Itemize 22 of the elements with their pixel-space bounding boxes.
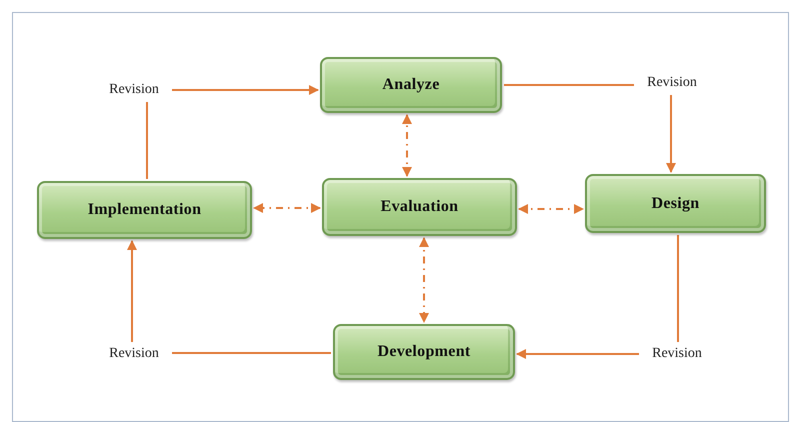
box-label: Design [651,194,700,212]
box-label: Development [377,343,471,361]
arrow [419,237,429,323]
revision-label: Revision [109,346,159,362]
arrow [666,95,676,173]
process-box [585,174,766,233]
arrow [518,204,584,214]
revision-label: Revision [647,75,697,91]
process-box [37,181,252,239]
revision-label: Revision [109,82,159,98]
arrow [402,114,412,177]
box-label: Implementation [88,201,202,219]
arrow [127,240,137,342]
arrow [253,203,321,213]
revision-label: Revision [652,346,702,362]
box-label: Analyze [382,76,440,94]
process-box [320,57,502,113]
arrow [516,349,639,359]
box-label: Evaluation [380,198,458,216]
process-box [333,324,515,380]
process-box [322,178,517,236]
arrow [172,85,319,95]
